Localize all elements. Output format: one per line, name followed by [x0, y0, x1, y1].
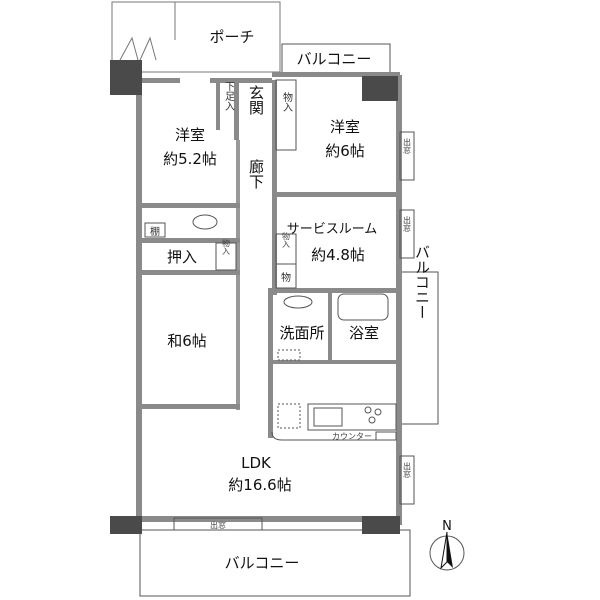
western-room-1: 洋室 約5.2帖 [163, 126, 217, 168]
washroom-label: 洗面所 [279, 324, 324, 342]
shoe-storage-label: 下足入 [223, 81, 235, 111]
walls [110, 60, 402, 534]
side-window-label-2: 出窓 [403, 215, 412, 232]
balcony-top: バルコニー [281, 43, 391, 75]
japanese-room-label: 和6帖 [167, 332, 207, 350]
porch: ポーチ [111, 1, 281, 73]
service-room-size: 約4.8帖 [311, 246, 365, 264]
side-window-label-3: 出窓 [403, 461, 412, 478]
genkan: 玄関 [247, 85, 265, 116]
counter-label: カウンター [332, 432, 372, 441]
north-label: N [442, 519, 452, 534]
closet-small-label: 物 [281, 271, 291, 284]
washroom: 洗面所 [277, 295, 325, 361]
toilet: 棚 [144, 214, 218, 238]
closet-1-label: 物入 [281, 91, 293, 112]
side-windows: 出窓 出窓 出窓 [399, 131, 415, 505]
balcony-bottom: バルコニー [139, 529, 411, 597]
shelf-label: 棚 [150, 225, 160, 238]
side-window-label-1: 出窓 [403, 137, 412, 154]
balcony-top-label: バルコニー [297, 50, 372, 68]
balcony-right: バルコニー [399, 245, 439, 425]
corridor: 廊下 [247, 159, 265, 189]
corridor-label: 廊下 [247, 159, 265, 189]
service-room-name: サービスルーム [287, 222, 378, 237]
ldk-name: LDK [241, 454, 272, 472]
ldk: LDK 約16.6帖 [228, 454, 291, 494]
genkan-label: 玄関 [247, 85, 265, 116]
bathroom: 浴室 [337, 293, 389, 342]
japanese-room: 和6帖 [167, 332, 207, 350]
western-room-1-size: 約5.2帖 [163, 150, 217, 168]
service-room: サービスルーム 約4.8帖 物入 物 [275, 222, 378, 289]
closet-2-label: 物入 [282, 231, 291, 248]
shoe-storage: 下足入 [223, 81, 235, 111]
balcony-right-label: バルコニー [413, 245, 431, 320]
porch-label: ポーチ [209, 28, 254, 46]
closet-1: 物入 [281, 91, 293, 112]
ldk-size: 約16.6帖 [228, 476, 291, 494]
north-arrow-icon [447, 532, 453, 568]
bay-window-bottom: 出窓 [173, 517, 263, 531]
western-room-1-name: 洋室 [175, 126, 205, 144]
western-room-2-size: 約6帖 [325, 142, 365, 160]
western-room-2: 洋室 約6帖 [325, 118, 365, 160]
western-room-2-name: 洋室 [330, 118, 360, 136]
oshiire: 押入 物入 [167, 238, 237, 271]
bay-window-label: 出窓 [210, 520, 226, 530]
closet-3-label: 物入 [222, 238, 231, 255]
bathroom-label: 浴室 [349, 324, 379, 342]
balcony-bottom-label: バルコニー [225, 554, 300, 572]
kitchen: カウンター [271, 403, 397, 441]
north-arrow: N [429, 519, 465, 571]
oshiire-label: 押入 [167, 248, 197, 266]
